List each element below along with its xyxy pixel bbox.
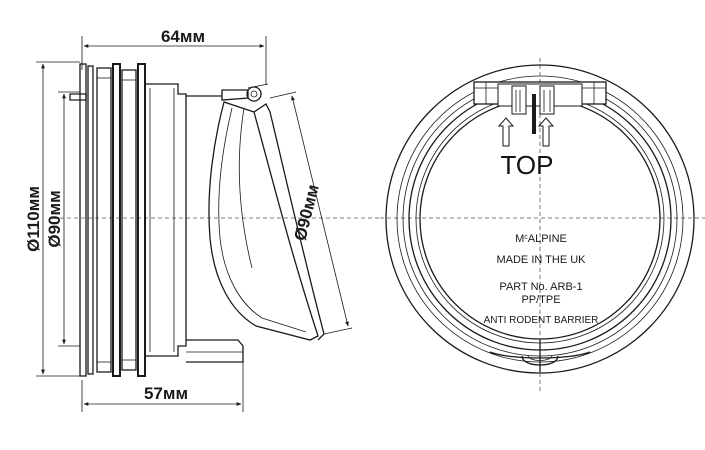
- up-arrow-left-icon: [497, 117, 515, 147]
- material-label: PP/TPE: [521, 294, 560, 306]
- dim-64-label: 64мм: [161, 27, 205, 46]
- brand-superscript: c: [524, 234, 528, 241]
- up-arrow-right-icon: [537, 117, 555, 147]
- dimension-flap-diameter: Ø90мм: [269, 91, 353, 335]
- dim-110-label: Ø110мм: [24, 186, 43, 252]
- top-label: TOP: [501, 150, 554, 180]
- bottom-latch: [489, 340, 591, 372]
- dimension-64mm: 64мм: [81, 27, 267, 85]
- dimension-57mm: 57мм: [81, 360, 244, 412]
- dimension-outer-diameter: Ø110мм: [24, 61, 80, 377]
- part-number-label: PART No. ARB-1: [499, 281, 582, 293]
- front-hinge-block: [473, 81, 607, 134]
- barrier-body-side: [69, 63, 244, 377]
- dim-flap-90-label: Ø90мм: [291, 183, 323, 243]
- brand-prefix: M: [515, 233, 524, 245]
- side-view: 64мм 57мм Ø110мм Ø90мм: [24, 27, 380, 412]
- hinge: [221, 83, 269, 102]
- dimension-inner-diameter: Ø90мм: [45, 91, 80, 347]
- dim-57-label: 57мм: [144, 384, 188, 403]
- brand-suffix: ALPINE: [528, 233, 567, 245]
- outer-flange-ring: [385, 64, 695, 374]
- dim-90-label: Ø90мм: [45, 190, 64, 247]
- front-view: TOP McALPINE MADE IN THE UK PART No. ARB…: [380, 58, 705, 392]
- hinge-pin: [532, 94, 536, 134]
- product-name-label: ANTI RODENT BARRIER: [484, 315, 599, 326]
- brand-label: McALPINE: [515, 233, 567, 245]
- origin-label: MADE IN THE UK: [496, 254, 586, 266]
